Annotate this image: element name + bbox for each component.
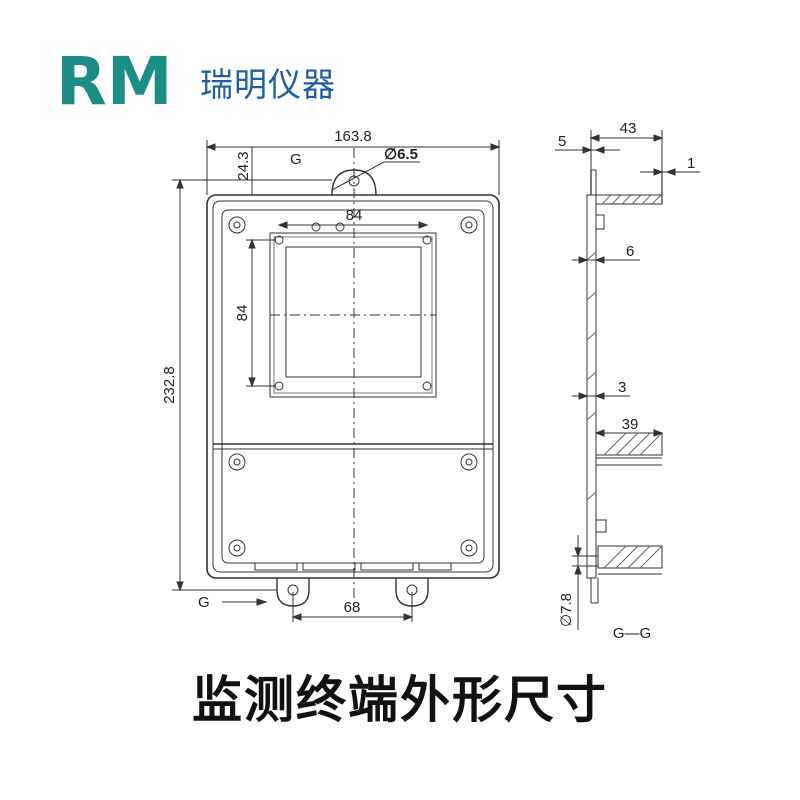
section-label: G—G [613, 625, 651, 642]
dim-bottom-hole: ∅7.8 [558, 535, 598, 630]
bottom-knockouts [254, 562, 452, 571]
front-outer-body [206, 194, 500, 579]
dim-top-offset: 24.3 [235, 147, 262, 196]
corner-bosses [228, 216, 478, 557]
dim-bottom-spacing-label: 68 [344, 599, 361, 616]
dim-lip: 1 [640, 155, 700, 176]
rm-logo-text: RM [56, 46, 173, 110]
dim-flange-label: 5 [558, 133, 566, 150]
side-back-wall [586, 194, 597, 579]
dim-wall-mid-label: 3 [618, 379, 626, 396]
section-mark-top: G [290, 151, 302, 168]
side-top-rib [595, 214, 605, 230]
dim-inner-depth-label: 39 [622, 416, 639, 433]
side-top-hatch [601, 194, 662, 205]
dim-width-label: 163.8 [334, 128, 372, 145]
front-view: 163.8 24.3 G ∅6.5 84 [161, 128, 501, 622]
brand-name: 瑞明仪器 [200, 65, 336, 104]
dim-lip-label: 1 [687, 155, 695, 172]
front-outer-lip [212, 200, 494, 573]
dim-window-height-label: 84 [234, 305, 251, 322]
dim-hole-diameter-label: ∅6.5 [384, 146, 418, 163]
dim-wall-mid: 3 [572, 379, 630, 400]
section-mark-bottom: G [198, 594, 210, 611]
dim-height: 232.8 [161, 178, 332, 592]
side-mid-hatch [603, 432, 663, 456]
rm-logo: RM [56, 46, 173, 110]
dim-hole-diameter: ∅6.5 [331, 146, 420, 191]
dim-width: 163.8 [205, 128, 501, 195]
side-back-hatch [586, 251, 597, 501]
dim-window-width-label: 84 [346, 207, 363, 224]
dim-depth-label: 43 [620, 120, 637, 137]
dim-top-offset-label: 24.3 [235, 151, 252, 180]
dim-height-label: 232.8 [161, 366, 178, 404]
side-bottom-hatch [603, 545, 663, 569]
dim-bottom-spacing: 68 [291, 592, 414, 622]
side-mid-rib [595, 432, 663, 456]
dim-inner-depth: 39 [594, 416, 664, 437]
dim-wall-top: 6 [572, 243, 640, 264]
dim-flange: 5 [555, 133, 620, 154]
dim-window-width: 84 [277, 207, 429, 229]
window-screws [274, 235, 432, 391]
side-bottom-rib [595, 519, 607, 533]
section-arrow-bottom: G [198, 594, 268, 611]
top-screws [311, 222, 345, 232]
dim-window-height: 84 [234, 238, 276, 388]
side-section-view: 43 5 1 6 [555, 120, 700, 642]
dim-bottom-hole-label: ∅7.8 [558, 593, 575, 627]
side-bottom-wall [597, 545, 663, 569]
dim-wall-top-label: 6 [626, 243, 634, 260]
dim-depth: 43 [589, 120, 664, 170]
drawing-caption: 监测终端外形尺寸 [192, 671, 608, 729]
